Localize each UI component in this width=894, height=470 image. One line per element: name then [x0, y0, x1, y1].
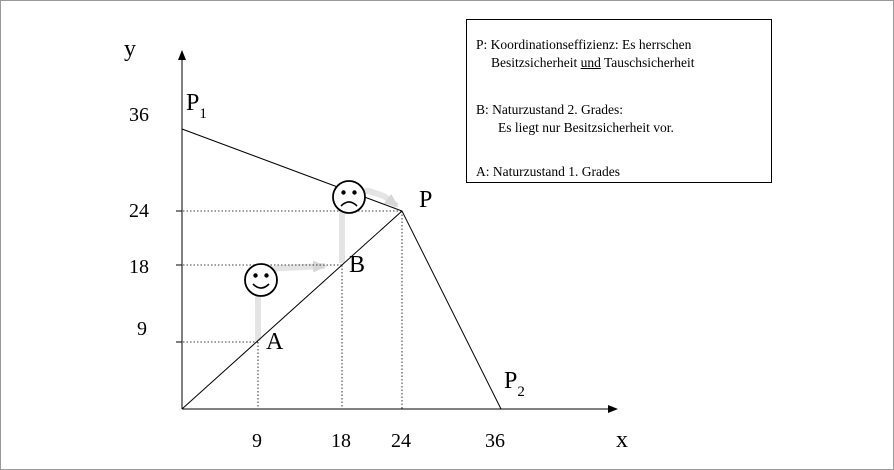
y-axis-label: y — [124, 36, 136, 62]
point-label-a: A — [266, 329, 284, 355]
point-label-p: P — [419, 187, 432, 213]
smiley-face-icon — [244, 263, 278, 297]
y-tick-label: 24 — [129, 200, 149, 222]
frowning-face-icon — [332, 180, 366, 214]
point-label-p2: P2 — [504, 368, 525, 400]
svg-text:P2: P2 — [504, 368, 525, 400]
legend-p-line2: Besitzsicherheit und Tauschsicherheit — [491, 55, 695, 70]
legend-p-line1: P: Koordinationseffizienz: Es herrschen — [476, 37, 692, 52]
point-label-p1: P1 — [186, 90, 207, 122]
x-tick-label: 24 — [391, 430, 411, 452]
x-axis-label: x — [616, 427, 628, 453]
legend-b-line2: Es liegt nur Besitzsicherheit vor. — [498, 120, 674, 135]
diagonal-line — [181, 210, 403, 410]
legend-box: P: Koordinationseffizienz: Es herrschen … — [466, 19, 772, 183]
guide-lines — [176, 210, 403, 409]
y-tick-label: 9 — [137, 318, 147, 340]
y-tick-label: 18 — [129, 256, 149, 278]
tick-marks — [176, 210, 182, 343]
frontier-line — [181, 128, 502, 410]
x-tick-label: 9 — [252, 430, 262, 452]
y-tick-label: 36 — [129, 104, 149, 126]
point-label-b: B — [349, 252, 365, 278]
x-tick-label: 18 — [331, 430, 351, 452]
legend-b-line1: B: Naturzustand 2. Grades: — [476, 102, 623, 117]
svg-text:P1: P1 — [186, 90, 207, 122]
x-tick-label: 36 — [485, 430, 505, 452]
legend-a-line1: A: Naturzustand 1. Grades — [476, 164, 620, 179]
